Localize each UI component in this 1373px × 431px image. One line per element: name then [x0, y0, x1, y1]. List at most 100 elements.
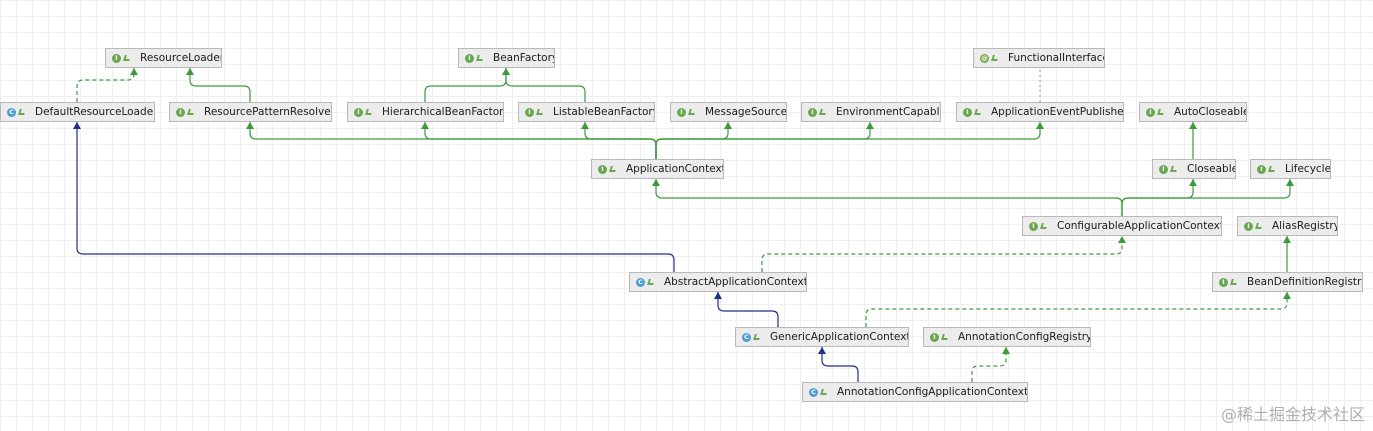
- edge-listable_bean_factory-to-bean_factory: [505, 68, 586, 102]
- arrowhead-bean_factory: [502, 68, 510, 75]
- class-icon: C: [742, 332, 751, 342]
- visibility-icon: [1040, 223, 1048, 229]
- node-hierarchical-bean-factory[interactable]: I HierarchicalBeanFactory: [347, 102, 504, 122]
- node-label: ResourcePatternResolver: [204, 106, 332, 118]
- node-auto-closeable[interactable]: I AutoCloseable: [1139, 102, 1247, 122]
- node-listable-bean-factory[interactable]: I ListableBeanFactory: [518, 102, 655, 122]
- node-label: Closeable: [1187, 163, 1236, 175]
- node-generic-application-context[interactable]: C GenericApplicationContext: [735, 327, 909, 347]
- visibility-icon: [1268, 166, 1276, 172]
- node-functional-interface[interactable]: @ FunctionalInterface: [973, 48, 1105, 68]
- node-closeable[interactable]: I Closeable: [1152, 159, 1236, 179]
- visibility-icon: [536, 109, 544, 115]
- node-label: AbstractApplicationContext: [664, 276, 807, 288]
- visibility-icon: [18, 109, 26, 115]
- interface-icon: I: [930, 332, 939, 342]
- interface-icon: I: [1257, 164, 1266, 174]
- arrowhead-bean_definition_registry: [1283, 292, 1291, 299]
- node-resource-pattern-resolver[interactable]: I ResourcePatternResolver: [169, 102, 332, 122]
- interface-icon: I: [677, 107, 686, 117]
- node-lifecycle[interactable]: I Lifecycle: [1250, 159, 1331, 179]
- class-icon: C: [636, 277, 645, 287]
- arrowhead-lifecycle: [1286, 179, 1294, 186]
- node-annotation-config-registry[interactable]: I AnnotationConfigRegistry: [923, 327, 1091, 347]
- visibility-icon: [1170, 166, 1178, 172]
- arrowhead-default_resource_loader: [73, 122, 81, 129]
- node-default-resource-loader[interactable]: C DefaultResourceLoader: [0, 102, 155, 122]
- node-bean-factory[interactable]: I BeanFactory: [458, 48, 555, 68]
- edge-application_context-to-application_event_publisher: [655, 122, 1041, 159]
- interface-icon: I: [1029, 221, 1038, 231]
- class-icon: C: [7, 107, 16, 117]
- interface-icon: I: [1219, 277, 1228, 287]
- interface-icon: I: [808, 107, 817, 117]
- arrowhead-resource_pattern_resolver: [246, 122, 254, 129]
- edge-hierarchical_bean_factory-to-bean_factory: [424, 68, 507, 102]
- arrowhead-abstract_application_context: [714, 292, 722, 299]
- edge-annotation_config_application_context-to-annotation_config_registry: [971, 347, 1007, 382]
- visibility-icon: [1230, 279, 1238, 285]
- edge-application_context-to-environment_capable: [655, 122, 871, 159]
- edge-generic_application_context-to-abstract_application_context: [717, 292, 779, 327]
- edge-abstract_application_context-to-configurable_application_context: [761, 236, 1123, 272]
- edge-configurable_application_context-to-lifecycle: [1121, 179, 1291, 216]
- edge-application_context-to-resource_pattern_resolver: [249, 122, 657, 159]
- visibility-icon: [187, 109, 195, 115]
- node-label: GenericApplicationContext: [770, 331, 909, 343]
- arrowhead-closeable: [1189, 179, 1197, 186]
- node-application-event-publisher[interactable]: I ApplicationEventPublisher: [956, 102, 1124, 122]
- node-message-source[interactable]: I MessageSource: [670, 102, 787, 122]
- edge-configurable_application_context-to-application_context: [655, 179, 1123, 216]
- watermark: @稀土掘金技术社区: [1220, 405, 1365, 424]
- edge-resource_pattern_resolver-to-resource_loader: [189, 68, 251, 102]
- edge-application_context-to-message_source: [655, 122, 729, 159]
- arrowhead-hierarchical_bean_factory: [421, 122, 429, 129]
- node-environment-capable[interactable]: I EnvironmentCapable: [801, 102, 941, 122]
- edge-application_context-to-listable_bean_factory: [584, 122, 657, 159]
- interface-icon: I: [963, 107, 972, 117]
- node-annotation-config-application-context[interactable]: C AnnotationConfigApplicationContext: [802, 382, 1028, 402]
- node-bean-definition-registry[interactable]: I BeanDefinitionRegistry: [1212, 272, 1363, 292]
- annotation-icon: @: [980, 53, 989, 63]
- arrowhead-application_context: [652, 179, 660, 186]
- arrowhead-alias_registry: [1283, 236, 1291, 243]
- edge-annotation_config_application_context-to-generic_application_context: [821, 347, 859, 382]
- arrowhead-application_event_publisher: [1036, 122, 1044, 129]
- node-label: AnnotationConfigApplicationContext: [837, 386, 1028, 398]
- node-label: FunctionalInterface: [1008, 52, 1105, 64]
- node-label: BeanDefinitionRegistry: [1247, 276, 1363, 288]
- visibility-icon: [819, 109, 827, 115]
- visibility-icon: [820, 389, 828, 395]
- interface-icon: I: [112, 53, 121, 63]
- edge-abstract_application_context-to-default_resource_loader: [76, 122, 675, 272]
- arrowhead-environment_capable: [866, 122, 874, 129]
- arrowhead-message_source: [724, 122, 732, 129]
- edge-generic_application_context-to-bean_definition_registry: [865, 292, 1288, 327]
- visibility-icon: [365, 109, 373, 115]
- node-label: AliasRegistry: [1272, 220, 1338, 232]
- interface-icon: I: [176, 107, 185, 117]
- node-label: ApplicationContext: [626, 163, 724, 175]
- node-configurable-application-context[interactable]: I ConfigurableApplicationContext: [1022, 216, 1222, 236]
- node-application-context[interactable]: I ApplicationContext: [591, 159, 724, 179]
- node-label: AutoCloseable: [1174, 106, 1247, 118]
- node-abstract-application-context[interactable]: C AbstractApplicationContext: [629, 272, 807, 292]
- node-label: HierarchicalBeanFactory: [382, 106, 504, 118]
- node-label: MessageSource: [705, 106, 787, 118]
- visibility-icon: [1255, 223, 1263, 229]
- visibility-icon: [974, 109, 982, 115]
- node-label: ListableBeanFactory: [553, 106, 655, 118]
- node-alias-registry[interactable]: I AliasRegistry: [1237, 216, 1338, 236]
- node-label: ResourceLoader: [140, 52, 222, 64]
- node-label: Lifecycle: [1285, 163, 1331, 175]
- edge-default_resource_loader-to-resource_loader: [76, 68, 135, 102]
- node-label: BeanFactory: [493, 52, 555, 64]
- node-label: EnvironmentCapable: [836, 106, 941, 118]
- interface-icon: I: [525, 107, 534, 117]
- interface-icon: I: [598, 164, 607, 174]
- node-resource-loader[interactable]: I ResourceLoader: [105, 48, 222, 68]
- interface-icon: I: [465, 53, 474, 63]
- visibility-icon: [647, 279, 655, 285]
- interface-icon: I: [1244, 221, 1253, 231]
- interface-icon: I: [354, 107, 363, 117]
